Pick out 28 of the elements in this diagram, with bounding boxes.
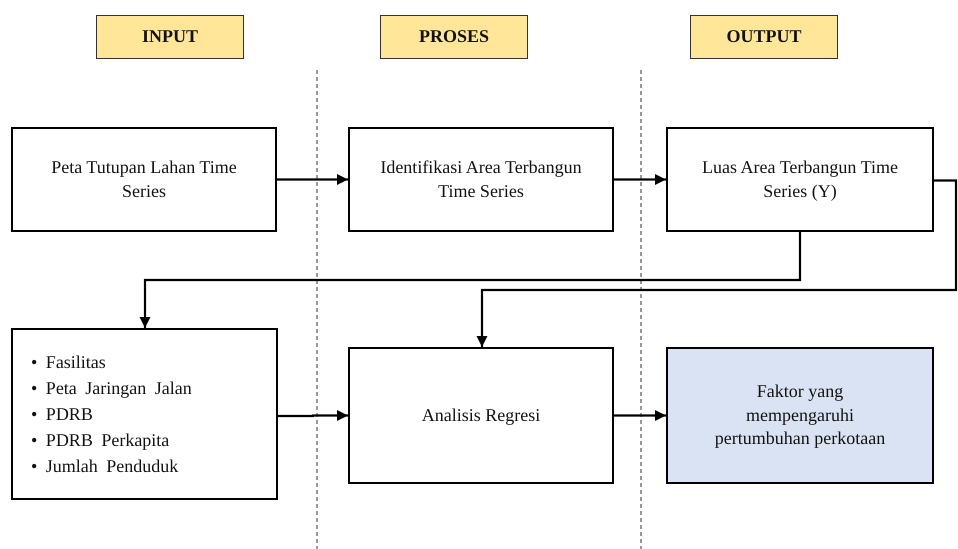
arrow — [140, 232, 802, 328]
process-box — [348, 347, 614, 484]
arrow — [278, 410, 348, 421]
column-header — [380, 15, 528, 59]
process-box — [11, 127, 277, 232]
list-item: • PDRB Perkapita — [31, 429, 170, 452]
box-label: Analisis Regresi — [422, 404, 540, 425]
column-header — [96, 15, 244, 59]
list-item: • Fasilitas — [31, 350, 107, 374]
output-box — [666, 347, 934, 484]
process-box — [348, 127, 614, 232]
list-item: • Jumlah Penduduk — [31, 455, 180, 478]
input-list-box — [11, 328, 278, 500]
process-box — [666, 127, 934, 232]
header-label: INPUT — [142, 26, 198, 46]
header-label: OUTPUT — [726, 26, 802, 46]
list-item: • Peta Jaringan Jalan — [31, 376, 192, 400]
arrow — [614, 174, 666, 185]
list-item: • PDRB — [31, 402, 94, 426]
arrow — [476, 179, 958, 347]
box-label: Peta Tutupan Lahan Time Series — [51, 157, 237, 200]
header-label: PROSES — [418, 26, 490, 46]
box-label: Faktor yang mempengaruhi pertumbuhan perkotaan — [714, 381, 886, 448]
box-label: Luas Area Terbangun Time Series (Y) — [702, 157, 898, 200]
column-header — [690, 15, 838, 59]
arrow — [277, 174, 348, 185]
box-label: Identifikasi Area Terbangun Time Series — [380, 157, 582, 200]
arrow — [614, 410, 666, 421]
